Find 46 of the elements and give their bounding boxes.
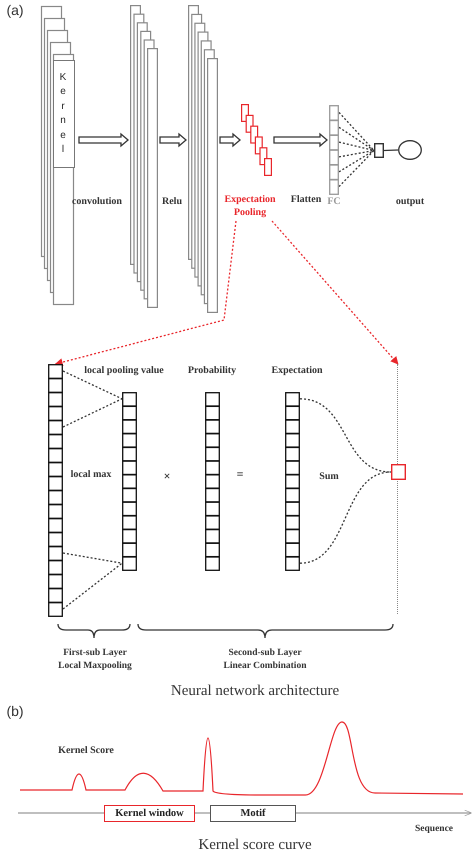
annotation-label: local max [70,468,112,482]
block-arrow [159,132,187,148]
vector-column [122,392,137,570]
arrow [272,220,399,365]
panel-letter: (b) [5,702,25,721]
connector-line [338,112,375,188]
arrow [54,220,237,366]
connector-line [300,471,392,564]
feature-map-stack [241,104,272,176]
layer-label: Expectation Pooling [214,193,286,221]
annotation-label: Flatten [290,193,322,206]
layer-label: output [394,195,426,208]
connector-line [62,552,123,610]
annotation-label: Sequence [414,823,454,836]
sequence-box: Motif [210,805,296,822]
block-arrow [273,132,328,148]
panel-caption: Kernel score curve [197,836,313,854]
annotation-label: Relu [161,195,183,208]
sequence-box: Kernel window [104,805,195,822]
output-ellipse [398,140,422,160]
connector-line [384,149,398,152]
vector-column [285,392,300,570]
annotation-label: = [236,466,244,482]
annotation-label: Kernel Score [57,744,115,758]
layer-label: Expectation [270,364,324,377]
vector-column [48,364,63,616]
vector-column [329,105,339,194]
vector-column [205,392,220,570]
connector-line [62,370,123,428]
block-arrow [219,132,241,148]
annotation-label: Sum [318,470,340,484]
panel-letter: (a) [5,1,25,20]
panel-caption: Neural network architecture [170,682,340,701]
feature-map-stack [188,5,218,313]
dotted-output-line [395,364,401,614]
annotation-label: × [162,468,172,484]
layer-label: local pooling value [83,364,165,377]
connector-line [300,398,392,473]
annotation-label: First-sub Layer Local Maxpooling [57,647,133,673]
kernel-label: Kernel [53,60,75,168]
unit-square [391,464,406,480]
block-arrow [78,132,129,148]
layer-label: Probability [186,364,238,377]
unit-square [374,143,384,158]
feature-map-stack [130,5,158,308]
annotation-label: Second-sub Layer Linear Combination [222,647,308,673]
